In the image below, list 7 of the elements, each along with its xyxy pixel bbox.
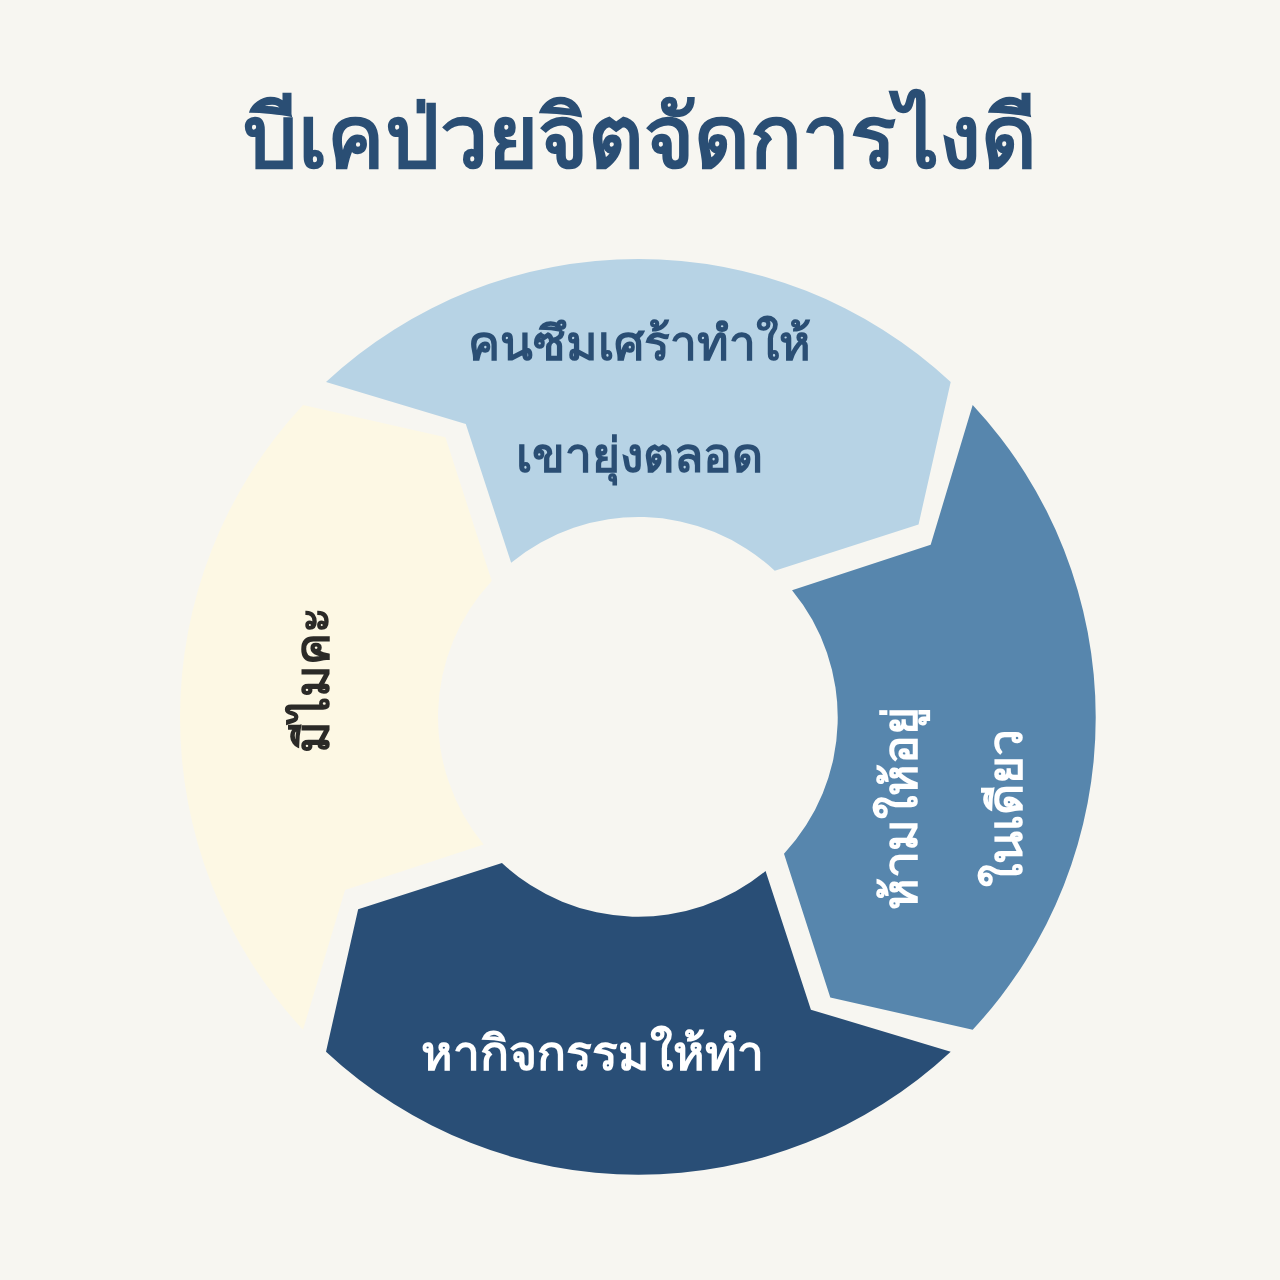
ring-segment xyxy=(784,404,1096,1030)
segment-label: หากิจกรรมให้ทำ xyxy=(420,1024,766,1083)
diagram-title: บีเคป่วยจิตจัดการไงดี xyxy=(242,86,1038,189)
segment-label: คนซึมเศร้าทำให้เขายุ่งตลอด xyxy=(455,287,825,511)
segment-label: ห้ามให้อยู่ในเดียว xyxy=(871,705,1034,912)
ring-segment xyxy=(325,259,951,571)
segment-label: มีไมคะ xyxy=(283,606,341,755)
